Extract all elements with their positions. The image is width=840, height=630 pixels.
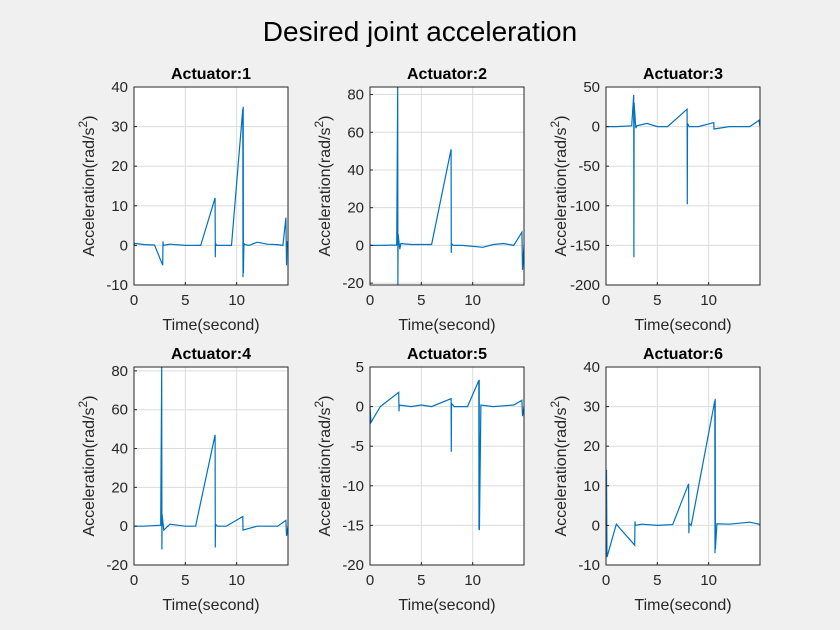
y-tick-label: 5 — [356, 359, 364, 376]
axes-frame — [369, 366, 525, 566]
y-tick-label: 10 — [583, 478, 600, 495]
y-tick-label: 20 — [347, 200, 364, 217]
x-tick-label: 10 — [464, 572, 481, 589]
x-tick-label: 5 — [181, 292, 189, 309]
y-tick-label: 80 — [347, 87, 364, 104]
series-line — [369, 379, 525, 531]
plot-area — [133, 366, 289, 566]
y-tick-label: -10 — [578, 557, 600, 574]
y-tick-label: -200 — [570, 277, 600, 294]
x-axis-label: Time(second) — [634, 317, 731, 334]
series-line — [133, 106, 289, 278]
subplot-title: Actuator:4 — [171, 346, 251, 363]
x-tick-label: 10 — [464, 292, 481, 309]
y-axis-label: Acceleration(rad/s2) — [76, 116, 98, 257]
axes-frame — [369, 86, 525, 286]
y-tick-label: 40 — [583, 359, 600, 376]
y-tick-label: 60 — [111, 402, 128, 419]
subplot-actuator-3: 0 5 10 -200 -150 -100 -50 0 50 Actuator:3Time(sec… — [548, 66, 761, 334]
axes-frame — [133, 86, 289, 286]
y-tick-label: -150 — [570, 237, 600, 254]
y-tick-label: -50 — [578, 158, 600, 175]
plot-area — [605, 366, 761, 566]
x-tick-label: 10 — [228, 292, 245, 309]
x-tick-label: 0 — [366, 292, 374, 309]
x-axis-label: Time(second) — [398, 317, 495, 334]
y-tick-label: -20 — [106, 557, 128, 574]
x-axis-label: Time(second) — [162, 317, 259, 334]
x-tick-label: 0 — [130, 572, 138, 589]
subplot-title: Actuator:5 — [407, 346, 487, 363]
subplot-title: Actuator:1 — [171, 66, 251, 83]
axes-frame — [605, 366, 761, 566]
axes-frame — [605, 86, 761, 286]
plot-area — [605, 86, 761, 286]
series-line — [605, 398, 761, 558]
y-tick-label: 20 — [111, 479, 128, 496]
x-tick-label: 5 — [181, 572, 189, 589]
y-tick-label: 40 — [111, 79, 128, 96]
x-axis-label: Time(second) — [398, 597, 495, 614]
x-tick-label: 0 — [602, 292, 610, 309]
y-axis-label: Acceleration(rad/s2) — [548, 396, 570, 537]
y-axis-label: Acceleration(rad/s2) — [76, 396, 98, 537]
subplot-title: Actuator:3 — [643, 66, 723, 83]
figure-title: Desired joint acceleration — [263, 16, 577, 47]
x-axis-label: Time(second) — [634, 597, 731, 614]
y-tick-label: -20 — [342, 557, 364, 574]
x-tick-label: 5 — [653, 572, 661, 589]
y-axis-label: Acceleration(rad/s2) — [548, 116, 570, 257]
y-tick-label: 30 — [583, 399, 600, 416]
series-line — [606, 94, 761, 258]
y-tick-label: 80 — [111, 363, 128, 380]
x-tick-label: 0 — [602, 572, 610, 589]
x-tick-label: 10 — [228, 572, 245, 589]
y-tick-label: 20 — [111, 158, 128, 175]
y-tick-label: -100 — [570, 198, 600, 215]
axes-frame — [133, 366, 289, 566]
y-tick-label: 10 — [111, 198, 128, 215]
y-tick-label: -10 — [342, 478, 364, 495]
subplot-title: Actuator:6 — [643, 346, 723, 363]
y-tick-label: 30 — [111, 119, 128, 136]
x-tick-label: 10 — [700, 292, 717, 309]
plot-area — [133, 86, 289, 286]
x-tick-label: 5 — [417, 292, 425, 309]
y-tick-label: 50 — [583, 79, 600, 96]
x-axis-label: Time(second) — [162, 597, 259, 614]
series-line — [370, 86, 525, 286]
y-axis-label: Acceleration(rad/s2) — [312, 116, 334, 257]
x-tick-label: 10 — [700, 572, 717, 589]
y-axis-label: Acceleration(rad/s2) — [312, 396, 334, 537]
y-tick-label: -5 — [351, 438, 364, 455]
y-tick-label: 20 — [583, 438, 600, 455]
x-tick-label: 0 — [130, 292, 138, 309]
y-tick-label: 0 — [356, 399, 364, 416]
y-tick-label: -10 — [106, 277, 128, 294]
x-tick-label: 0 — [366, 572, 374, 589]
y-tick-label: 0 — [592, 119, 600, 136]
y-tick-label: -20 — [342, 275, 364, 292]
y-tick-label: 0 — [592, 517, 600, 534]
plot-area — [369, 86, 525, 286]
y-tick-label: 40 — [111, 441, 128, 458]
subplot-title: Actuator:2 — [407, 66, 487, 83]
series-line — [134, 366, 289, 550]
x-tick-label: 5 — [417, 572, 425, 589]
y-tick-label: 0 — [356, 237, 364, 254]
x-tick-label: 5 — [653, 292, 661, 309]
y-tick-label: -15 — [342, 517, 364, 534]
y-tick-label: 60 — [347, 124, 364, 141]
y-tick-label: 0 — [120, 518, 128, 535]
y-tick-label: 40 — [347, 162, 364, 179]
y-tick-label: 0 — [120, 237, 128, 254]
